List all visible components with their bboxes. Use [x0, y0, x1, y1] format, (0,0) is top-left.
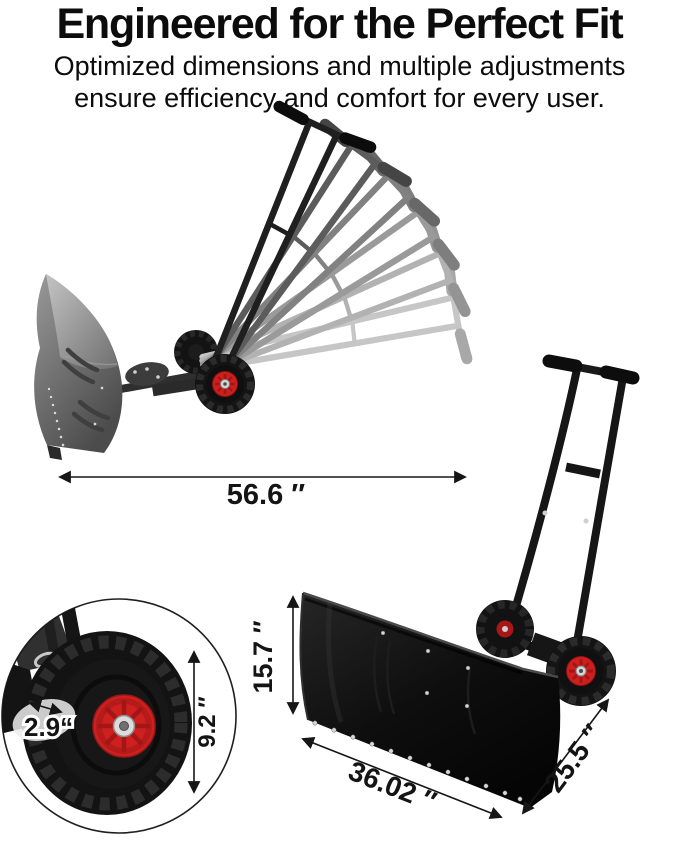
detail-wheel	[22, 631, 192, 815]
side-view-blade	[34, 274, 123, 460]
subtitle-line-1: Optimized dimensions and multiple adjust…	[53, 51, 626, 81]
adjustment-pin	[583, 518, 589, 524]
red-hub	[92, 694, 156, 758]
right-grip	[599, 365, 640, 385]
blade-rivets	[47, 386, 104, 447]
frame-arm	[109, 362, 199, 397]
front-view-product: 15.7 ″ 36.02 ″ 25.5 ″	[248, 354, 640, 819]
side-view-product	[34, 107, 467, 460]
side-view-front-wheel	[195, 354, 255, 414]
wheel-diameter-label: 9.2 ″	[194, 696, 221, 748]
red-hub	[566, 656, 596, 686]
wheel-detail-callout: 2.9“ 9.2 ″	[1, 598, 237, 834]
dimension-blade-height: 15.7 ″	[248, 595, 300, 715]
front-view-rear-wheel	[476, 600, 534, 658]
wheel-width-label: 2.9“	[24, 712, 73, 742]
subtitle-line-2: ensure efficiency and comfort for every …	[74, 82, 605, 113]
dimension-wheel-diameter: 9.2 ″	[187, 650, 221, 794]
left-grip	[542, 354, 583, 373]
blade-height-label: 15.7 ″	[248, 620, 278, 693]
adjustment-pin	[542, 510, 548, 516]
blade-vents	[61, 347, 111, 433]
overall-length-label: 56.6 ″	[227, 479, 305, 511]
front-view-front-wheel	[546, 636, 616, 706]
handle	[502, 354, 640, 652]
page-title: Engineered for the Perfect Fit	[56, 0, 623, 48]
scraper-edge	[47, 445, 62, 460]
page-subtitle: Optimized dimensions and multiple adjust…	[0, 51, 679, 115]
red-hub	[212, 371, 238, 397]
dimension-wheel-width: 2.9“	[21, 699, 76, 745]
blade-creases	[373, 635, 477, 735]
dimension-overall-length: 56.6 ″	[58, 470, 467, 511]
